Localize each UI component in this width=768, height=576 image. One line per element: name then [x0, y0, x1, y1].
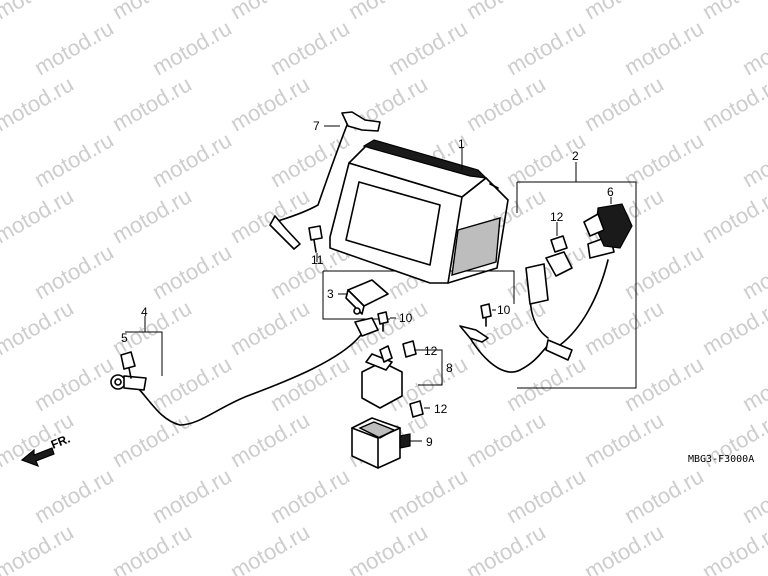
watermark-text: motod.ru	[30, 239, 118, 304]
watermark-text: motod.ru	[698, 71, 768, 136]
watermark-text: motod.ru	[148, 239, 236, 304]
watermark-text: motod.ru	[462, 0, 550, 24]
watermark-text: motod.ru	[148, 351, 236, 416]
watermark-text: motod.ru	[620, 15, 708, 80]
watermark-text: motod.ru	[226, 0, 314, 24]
watermark-text: motod.ru	[698, 0, 768, 24]
watermark-text: motod.ru	[462, 519, 550, 576]
watermark-text: motod.ru	[620, 239, 708, 304]
watermark-text: motod.ru	[0, 71, 78, 136]
watermark-text: motod.ru	[0, 0, 78, 24]
callout-8: 8	[446, 361, 453, 375]
watermark-text: motod.ru	[0, 519, 78, 576]
bolt-10b	[480, 303, 492, 327]
watermark-text: motod.ru	[344, 519, 432, 576]
watermark-text: motod.ru	[148, 127, 236, 192]
watermark-text: motod.ru	[502, 351, 590, 416]
group-bracket-4	[125, 316, 163, 376]
watermark-text: motod.ru	[384, 15, 472, 80]
bolt-10a	[377, 311, 389, 332]
bolt-11	[308, 225, 323, 253]
callout-12c: 12	[434, 402, 448, 416]
watermark-text: motod.ru	[148, 15, 236, 80]
watermark-text: motod.ru	[108, 407, 196, 472]
fuse-12c	[409, 400, 424, 418]
battery	[329, 139, 509, 284]
callout-9: 9	[426, 435, 433, 449]
watermark-text: motod.ru	[580, 295, 668, 360]
watermark-text: motod.ru	[580, 407, 668, 472]
watermark-text: motod.ru	[108, 183, 196, 248]
watermark-text: motod.ru	[620, 463, 708, 528]
watermark-text: motod.ru	[30, 351, 118, 416]
callout-7: 7	[313, 119, 320, 133]
watermark-text: motod.ru	[148, 463, 236, 528]
fuse-12a	[550, 235, 568, 253]
watermark-text: motod.ru	[0, 183, 78, 248]
front-arrow-label: FR.	[49, 432, 72, 452]
watermark-text: motod.ru	[462, 407, 550, 472]
watermark-text: motod.ru	[698, 519, 768, 576]
watermark-text: motod.ru	[698, 295, 768, 360]
watermark-text: motod.ru	[30, 127, 118, 192]
watermark-text: motod.ru	[738, 463, 768, 528]
watermark-text: motod.ru	[462, 71, 550, 136]
callout-4: 4	[141, 305, 148, 319]
group-bracket-8	[418, 349, 443, 386]
cover-9	[351, 417, 411, 469]
watermark-text: motod.ru	[108, 295, 196, 360]
cable-7	[269, 111, 381, 250]
callout-12a: 12	[550, 210, 564, 224]
watermark-text: motod.ru	[698, 183, 768, 248]
relay-8	[361, 345, 403, 409]
callout-1: 1	[458, 137, 465, 151]
watermark-text: motod.ru	[266, 15, 354, 80]
callout-3: 3	[327, 287, 334, 301]
cable-4	[110, 317, 379, 426]
callout-10b: 10	[497, 303, 511, 317]
watermark-text: motod.ru	[738, 351, 768, 416]
watermark-text: motod.ru	[502, 463, 590, 528]
watermark-text: motod.ru	[384, 463, 472, 528]
callout-5: 5	[121, 331, 128, 345]
watermark-text: motod.ru	[108, 519, 196, 576]
watermark-text: motod.ru	[266, 463, 354, 528]
watermark-text: motod.ru	[738, 15, 768, 80]
watermark-text: motod.ru	[266, 127, 354, 192]
callout-10a: 10	[399, 311, 413, 325]
callout-12b: 12	[424, 344, 438, 358]
watermark-text: motod.ru	[738, 127, 768, 192]
watermark-text: motod.ru	[620, 127, 708, 192]
callout-6: 6	[607, 185, 614, 199]
bolt-5	[120, 351, 136, 379]
watermark-text: motod.ru	[580, 71, 668, 136]
fuse-12b	[402, 340, 417, 358]
watermark-text: motod.ru	[738, 239, 768, 304]
front-arrow: FR.	[20, 432, 72, 468]
bracket-3	[345, 279, 389, 315]
watermark-text: motod.ru	[30, 463, 118, 528]
watermark-text: motod.ru	[344, 0, 432, 24]
diagram-code: MBG3-F3000A	[688, 454, 754, 465]
cap-6	[583, 203, 633, 249]
callout-11: 11	[311, 253, 324, 267]
watermark-text: motod.ru	[226, 183, 314, 248]
watermark-text: motod.ru	[620, 351, 708, 416]
watermark-text: motod.ru	[226, 407, 314, 472]
watermark-text: motod.ru	[226, 295, 314, 360]
callout-2: 2	[572, 149, 579, 163]
watermark-text: motod.ru	[226, 71, 314, 136]
watermark-text: motod.ru	[580, 519, 668, 576]
watermark-text: motod.ru	[30, 15, 118, 80]
watermark-text: motod.ru	[226, 519, 314, 576]
watermark-text: motod.ru	[502, 15, 590, 80]
watermark-text: motod.ru	[580, 0, 668, 24]
watermark-text: motod.ru	[108, 71, 196, 136]
watermark-text: motod.ru	[108, 0, 196, 24]
watermark-text: motod.ru	[0, 295, 78, 360]
